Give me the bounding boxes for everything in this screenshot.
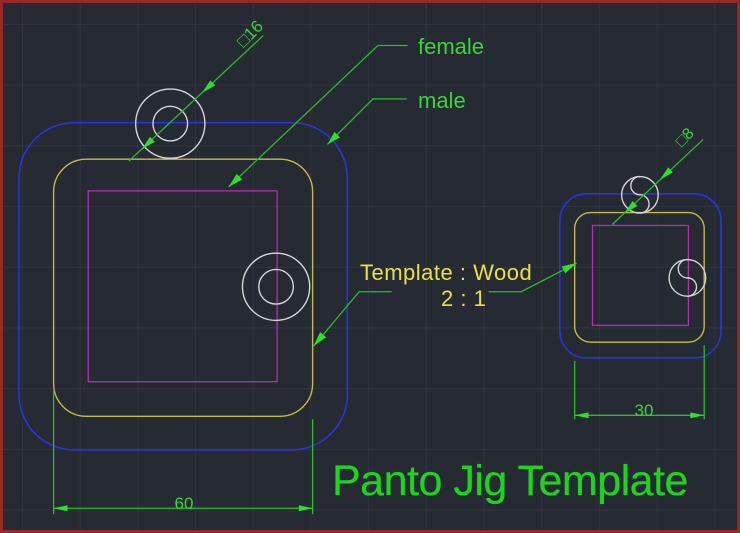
large-guide-hole-top-inner-circle — [152, 105, 189, 142]
large-guide-hole-right-outer-circle — [241, 252, 311, 322]
large-male-outline — [18, 121, 349, 451]
drawing-title: Panto Jig Template — [332, 457, 688, 505]
note-line2: 2 : 1 — [441, 286, 487, 311]
arrowhead — [141, 136, 155, 150]
arrowhead — [228, 173, 243, 187]
arrowhead — [298, 505, 313, 512]
large-guide-hole-right-inner-circle — [258, 268, 295, 305]
arrowhead — [201, 80, 216, 93]
small-template-group — [559, 175, 722, 359]
dim-label-60: 60 — [174, 494, 194, 513]
large-mid-outline — [52, 158, 314, 417]
cad-canvas — [18, 35, 722, 515]
arrowhead — [624, 200, 638, 214]
label-female: female — [418, 34, 485, 59]
leader-note-right — [488, 262, 577, 293]
small-female-outline — [591, 224, 690, 326]
large-template-group — [18, 88, 349, 451]
arrowhead — [659, 167, 673, 180]
leader-note-left — [313, 291, 392, 347]
small-guide-hole-top-scurve — [630, 175, 650, 214]
dim-label-30: 30 — [634, 401, 654, 420]
note-line1: Template : Wood — [360, 260, 533, 285]
small-male-outline — [559, 193, 722, 359]
arrowhead — [313, 332, 327, 347]
large-female-outline — [87, 190, 278, 383]
arrowhead — [327, 131, 341, 145]
small-guide-hole-right-scurve — [677, 258, 698, 297]
arrowhead — [574, 412, 589, 419]
arrowhead-group — [53, 80, 705, 512]
leader-male — [327, 98, 407, 145]
arrowhead — [561, 263, 577, 274]
arrowhead — [690, 412, 705, 419]
label-male: male — [418, 88, 466, 113]
large-guide-hole-top-outer-circle — [134, 88, 206, 159]
leader-female — [228, 44, 408, 188]
arrowhead — [53, 505, 68, 512]
